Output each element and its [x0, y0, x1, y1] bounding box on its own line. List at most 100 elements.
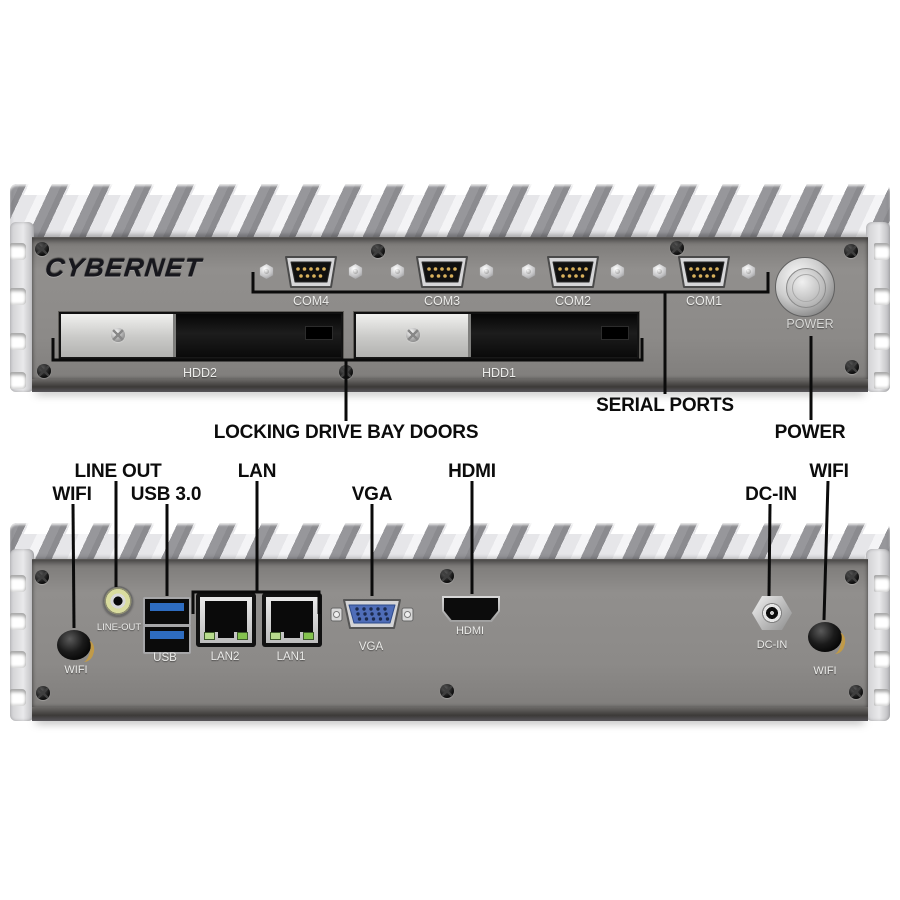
side-notch: [10, 288, 26, 305]
com2-serial-port: [521, 253, 625, 291]
hdd2-drive-bay[interactable]: [58, 311, 344, 360]
screw: [670, 241, 684, 255]
screw: [371, 244, 385, 258]
callout-label-power: POWER: [774, 422, 846, 443]
callout-label-vga: VGA: [351, 484, 393, 505]
dsub-screw-post: [390, 264, 405, 279]
screw: [845, 570, 859, 584]
hdd1-door: [471, 314, 637, 357]
side-notch: [874, 575, 890, 592]
hdd1-label: HDD1: [481, 366, 517, 380]
db9-connector: [547, 256, 599, 288]
hdd2-latch: [61, 314, 176, 357]
line-out-device-label: LINE-OUT: [96, 622, 142, 633]
usb3-port-top[interactable]: [143, 597, 191, 626]
dsub-screw-post: [521, 264, 536, 279]
wifi-left-device-label: WIFI: [64, 664, 88, 676]
power-button[interactable]: [775, 257, 835, 317]
side-notch: [10, 575, 26, 592]
front-heatsink-fins: [10, 184, 890, 237]
rj45-socket: [205, 601, 247, 638]
com3-serial-port: [390, 253, 494, 291]
side-notch: [874, 372, 890, 389]
wifi-right-device-label: WIFI: [813, 665, 837, 677]
usb3-port-bottom[interactable]: [143, 625, 191, 654]
rj45-bezel: [266, 597, 318, 643]
front-bottom-edge: [32, 379, 868, 392]
callout-label-lan: LAN: [237, 461, 277, 482]
callout-label-line-out: LINE OUT: [74, 461, 162, 482]
hdmi-device-label: HDMI: [455, 625, 485, 637]
wifi-antenna-connector-right[interactable]: [808, 622, 842, 652]
screw: [339, 365, 353, 379]
screw: [440, 684, 454, 698]
db9-connector: [285, 256, 337, 288]
lan2-device-label: LAN2: [210, 651, 240, 663]
callout-label-wifi-left: WIFI: [52, 484, 92, 505]
dsub-screw-post: [348, 264, 363, 279]
lan-led: [237, 632, 248, 640]
lan-led: [303, 632, 314, 640]
dsub-screw-post: [741, 264, 756, 279]
lan2-ethernet-port[interactable]: [196, 593, 256, 647]
vga-device-label: VGA: [358, 641, 384, 653]
db9-connector: [416, 256, 468, 288]
db9-connector: [678, 256, 730, 288]
side-notch: [874, 288, 890, 305]
latch-screw: [406, 328, 420, 342]
com4-label: COM4: [292, 294, 330, 308]
com1-serial-port: [652, 253, 756, 291]
dsub-screw-post: [652, 264, 667, 279]
screw: [844, 244, 858, 258]
side-notch: [10, 689, 26, 706]
screw: [440, 569, 454, 583]
latch-screw: [111, 328, 125, 342]
side-notch: [10, 372, 26, 389]
hdmi-port[interactable]: [442, 596, 500, 622]
screw: [35, 242, 49, 256]
vga-port[interactable]: [330, 595, 414, 633]
rear-heatsink-fins: [10, 523, 890, 561]
lan1-device-label: LAN1: [276, 651, 306, 663]
lan1-ethernet-port[interactable]: [262, 593, 322, 647]
hdd1-latch: [356, 314, 471, 357]
side-notch: [874, 333, 890, 350]
screw: [36, 686, 50, 700]
callout-label-wifi-right: WIFI: [809, 461, 849, 482]
cybernet-logo: CYBERNET: [43, 253, 204, 283]
side-notch: [10, 613, 26, 630]
rj45-bezel: [200, 597, 252, 643]
screw: [845, 360, 859, 374]
usb-tongue: [150, 603, 184, 611]
rear-bottom-edge: [32, 707, 868, 721]
side-notch: [874, 651, 890, 668]
usb-device-label: USB: [153, 652, 177, 664]
callout-label-drive-bays: LOCKING DRIVE BAY DOORS: [213, 422, 479, 443]
com3-label: COM3: [423, 294, 461, 308]
hdmi-socket: [444, 598, 498, 620]
hdd2-door: [176, 314, 341, 357]
line-out-audio-jack[interactable]: [103, 586, 133, 616]
power-button-face: [786, 268, 826, 308]
wifi-antenna-connector-left[interactable]: [57, 630, 91, 660]
dsub-screw-post: [479, 264, 494, 279]
dc-in-power-jack[interactable]: [752, 596, 792, 630]
callout-label-serial-ports: SERIAL PORTS: [596, 395, 734, 416]
hdd1-drive-bay[interactable]: [353, 311, 640, 360]
side-notch: [874, 613, 890, 630]
lan-led: [270, 632, 281, 640]
com2-label: COM2: [554, 294, 592, 308]
dc-in-device-label: DC-IN: [756, 639, 788, 651]
screw: [849, 685, 863, 699]
callout-label-hdmi: HDMI: [448, 461, 496, 482]
power-device-label: POWER: [786, 317, 834, 331]
com1-label: COM1: [685, 294, 723, 308]
screw: [35, 570, 49, 584]
side-notch: [10, 243, 26, 260]
callout-label-dc-in: DC-IN: [745, 484, 797, 505]
hdd2-label: HDD2: [182, 366, 218, 380]
callout-label-usb3: USB 3.0: [130, 484, 202, 505]
side-notch: [874, 689, 890, 706]
